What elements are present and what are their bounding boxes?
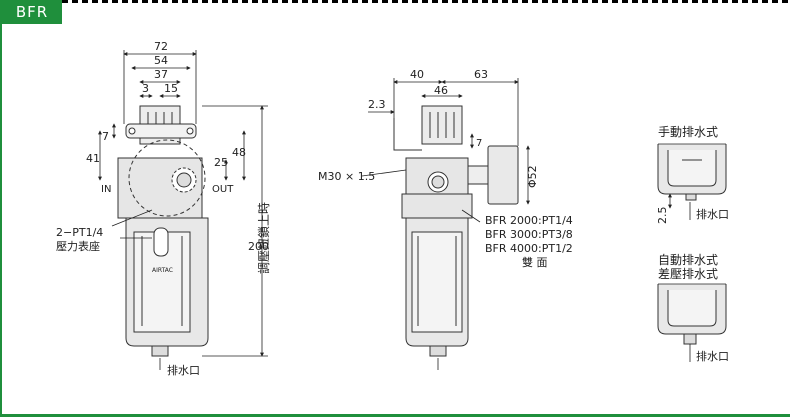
dim-25: 25 bbox=[214, 156, 228, 169]
port-size-1: BFR 2000:PT1/4 bbox=[485, 214, 573, 227]
auto-drain-title: 自動排水式 bbox=[658, 253, 718, 267]
manual-drain-detail bbox=[657, 144, 727, 201]
front-view-dimensions bbox=[98, 50, 268, 370]
side-view bbox=[393, 105, 519, 357]
auto-drain-labels: 自動排水式 差壓排水式 排水口 bbox=[658, 253, 729, 363]
dim-2-5: 2.5 bbox=[656, 207, 669, 225]
label-drain-1: 排水口 bbox=[167, 363, 200, 377]
label-drain-3: 排水口 bbox=[696, 349, 729, 363]
dim-7: 7 bbox=[102, 130, 109, 143]
manual-drain-dims bbox=[658, 143, 726, 220]
dim-46: 46 bbox=[434, 84, 448, 97]
dim-54: 54 bbox=[154, 54, 168, 67]
label-adjust-lock: 調壓鈕鎖上時 bbox=[256, 202, 271, 274]
dim-7-side: 7 bbox=[476, 138, 482, 149]
label-both-sides: 雙 面 bbox=[522, 256, 548, 269]
port-size-3: BFR 4000:PT1/2 bbox=[485, 242, 573, 255]
dim-48: 48 bbox=[232, 146, 246, 159]
dim-2-3: 2.3 bbox=[368, 98, 386, 111]
differential-drain-title: 差壓排水式 bbox=[658, 267, 718, 281]
dim-3: 3 bbox=[142, 82, 149, 95]
side-view-labels: 40 63 46 2.3 7 Φ52 M30 × 1.5 BFR 2000:PT… bbox=[318, 68, 573, 269]
label-drain-2: 排水口 bbox=[696, 207, 729, 221]
front-view bbox=[117, 105, 209, 357]
manual-drain-title: 手動排水式 bbox=[658, 125, 718, 139]
model-tag: BFR bbox=[2, 0, 62, 24]
side-view-dimensions bbox=[361, 78, 530, 370]
label-gauge-port: 2−PT1/4 bbox=[56, 226, 103, 239]
label-gauge-seat: 壓力表座 bbox=[56, 239, 100, 253]
dim-72: 72 bbox=[154, 40, 168, 53]
label-out: OUT bbox=[212, 184, 234, 195]
top-border bbox=[2, 0, 790, 3]
label-thread: M30 × 1.5 bbox=[318, 170, 375, 183]
manual-drain-labels: 手動排水式 2.5 排水口 bbox=[656, 125, 729, 224]
dim-40: 40 bbox=[410, 68, 424, 81]
label-in: IN bbox=[101, 184, 111, 195]
auto-drain-detail bbox=[657, 284, 727, 345]
dim-63: 63 bbox=[474, 68, 488, 81]
auto-drain-dims bbox=[658, 283, 726, 362]
front-view-labels: 72 54 37 3 15 7 41 25 48 200 IN OUT 2−PT… bbox=[56, 40, 271, 377]
dim-41: 41 bbox=[86, 152, 100, 165]
dim-15: 15 bbox=[164, 82, 178, 95]
dim-phi52: Φ52 bbox=[526, 165, 539, 188]
brand-logo: AIRTAC bbox=[152, 267, 173, 274]
dim-37: 37 bbox=[154, 68, 168, 81]
dim-200: 200 bbox=[248, 240, 269, 253]
port-size-2: BFR 3000:PT3/8 bbox=[485, 228, 573, 241]
